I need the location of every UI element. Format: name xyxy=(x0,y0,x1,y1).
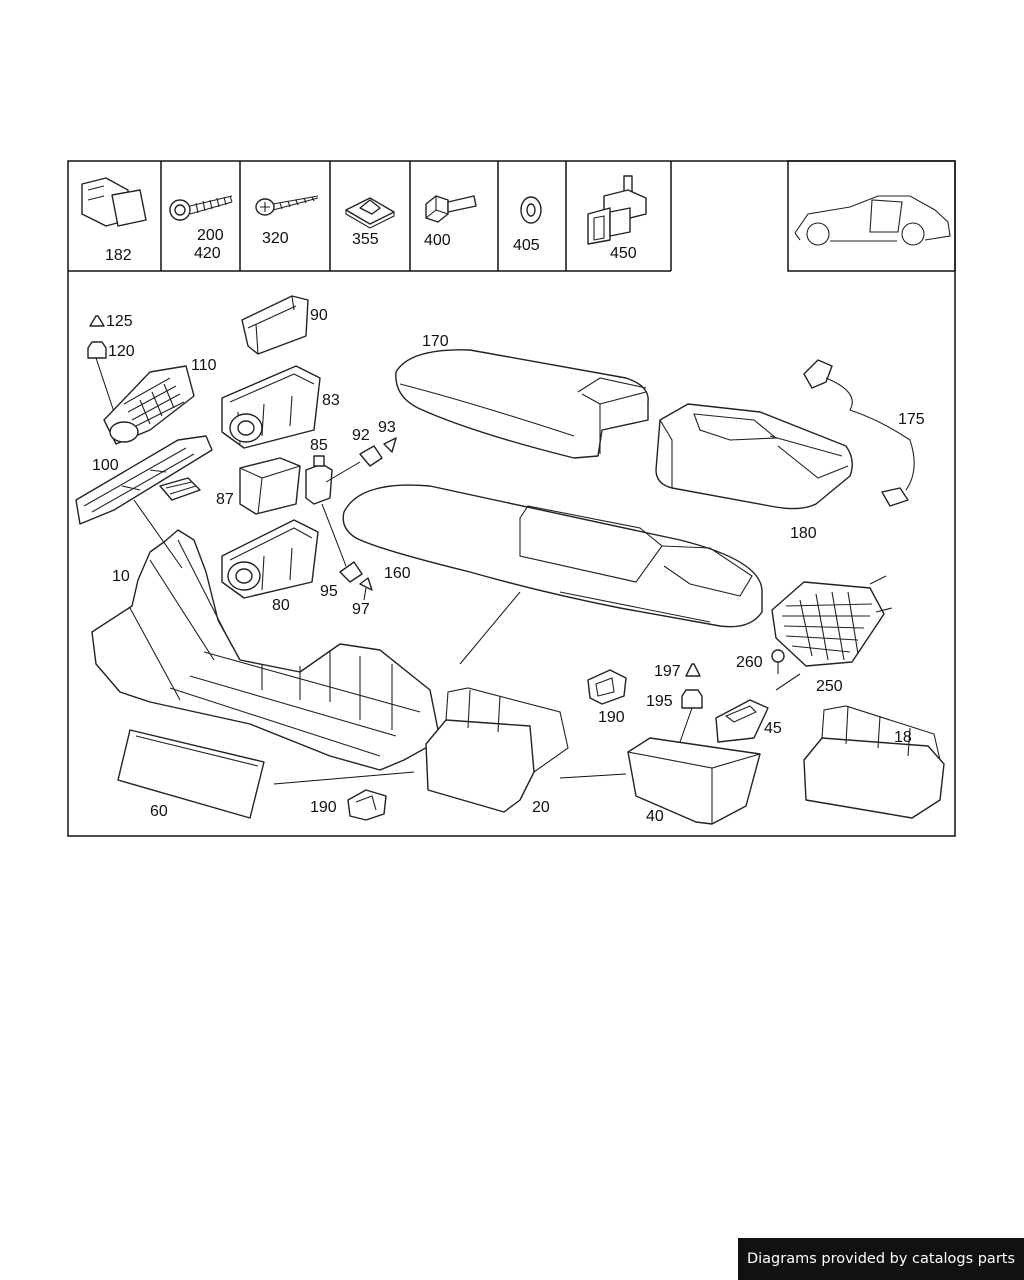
part-405-nut-icon xyxy=(520,196,542,224)
callout-45: 45 xyxy=(764,720,782,737)
label-400: 400 xyxy=(424,232,451,249)
part-200-screw-icon xyxy=(169,195,233,221)
part-190-switch-lower xyxy=(347,789,387,821)
part-125-icon xyxy=(89,315,105,327)
part-90-tray xyxy=(241,295,309,355)
vehicle-locator-box xyxy=(787,160,956,272)
callout-125: 125 xyxy=(106,313,133,330)
callout-10: 10 xyxy=(112,568,130,585)
part-100-panel xyxy=(75,435,213,525)
part-250-cooler xyxy=(771,575,893,691)
callout-87: 87 xyxy=(216,491,234,508)
part-320-screw-icon xyxy=(255,195,319,216)
part-45-trim xyxy=(715,699,769,743)
part-182-icon xyxy=(81,177,147,227)
label-320: 320 xyxy=(262,230,289,247)
part-20-bin xyxy=(425,687,569,813)
part-87-box xyxy=(239,457,301,515)
label-355: 355 xyxy=(352,231,379,248)
callout-95: 95 xyxy=(320,583,338,600)
callout-260: 260 xyxy=(736,654,763,671)
part-170-lid xyxy=(395,349,649,459)
part-450-switch-icon xyxy=(587,175,647,245)
part-260-screw xyxy=(771,649,785,674)
callout-197: 197 xyxy=(654,663,681,680)
part-83-cupholder xyxy=(221,365,321,449)
callout-190-upper: 190 xyxy=(598,709,625,726)
car-silhouette-icon xyxy=(794,195,951,246)
part-190-switch-upper xyxy=(587,669,627,705)
callout-93: 93 xyxy=(378,419,396,436)
label-200: 200 xyxy=(197,227,224,244)
part-400-bolt-icon xyxy=(425,195,477,223)
part-160-armrest xyxy=(342,484,763,628)
part-355-clip-icon xyxy=(345,197,395,229)
callout-60: 60 xyxy=(150,803,168,820)
callout-170: 170 xyxy=(422,333,449,350)
credit-banner: Diagrams provided by catalogs parts xyxy=(738,1238,1024,1280)
callout-85: 85 xyxy=(310,437,328,454)
label-405: 405 xyxy=(513,237,540,254)
label-450: 450 xyxy=(610,245,637,262)
callout-250: 250 xyxy=(816,678,843,695)
part-85-connector xyxy=(305,455,333,505)
part-18-rear-bin xyxy=(803,705,945,819)
part-97-pin xyxy=(359,577,373,591)
label-182: 182 xyxy=(105,247,132,264)
label-420: 420 xyxy=(194,245,221,262)
part-60-panel xyxy=(117,729,265,819)
part-195-icon xyxy=(681,689,703,709)
part-180-console xyxy=(655,403,853,510)
callout-20: 20 xyxy=(532,799,550,816)
part-175-cable xyxy=(803,359,915,507)
callout-195: 195 xyxy=(646,693,673,710)
part-95-clip xyxy=(339,561,363,583)
part-92-clip xyxy=(359,445,383,467)
part-197-icon xyxy=(685,663,701,677)
callout-97: 97 xyxy=(352,601,370,618)
callout-100: 100 xyxy=(92,457,119,474)
callout-80: 80 xyxy=(272,597,290,614)
part-10-console-base xyxy=(91,529,441,771)
diagram-frame xyxy=(67,160,956,837)
part-120-icon xyxy=(87,341,107,359)
callout-83: 83 xyxy=(322,392,340,409)
callout-180: 180 xyxy=(790,525,817,542)
callout-110: 110 xyxy=(191,357,217,374)
callout-175: 175 xyxy=(898,411,925,428)
callout-90: 90 xyxy=(310,307,328,324)
callout-92: 92 xyxy=(352,427,370,444)
callout-18: 18 xyxy=(894,729,912,746)
part-80-cupholder xyxy=(221,519,319,599)
part-93-pin xyxy=(383,437,397,453)
callout-190-lower: 190 xyxy=(310,799,337,816)
part-110-vent xyxy=(103,365,195,445)
part-40-tray xyxy=(627,737,761,825)
callout-160: 160 xyxy=(384,565,411,582)
callout-120: 120 xyxy=(108,343,135,360)
callout-40: 40 xyxy=(646,808,664,825)
